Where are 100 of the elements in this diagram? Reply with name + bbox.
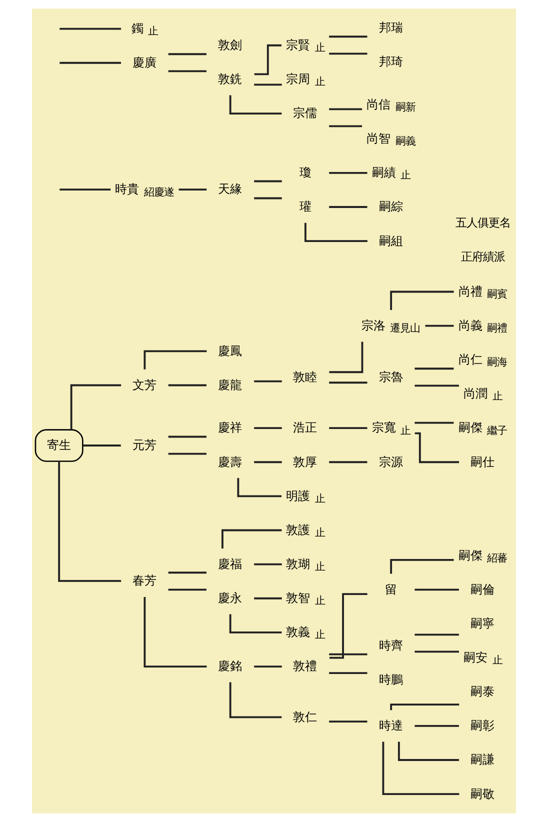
node-text: 留 [384, 582, 397, 596]
node-text: 尚智 [366, 132, 391, 146]
node-label: 止 [315, 527, 326, 540]
node-text: 瓘 [299, 200, 312, 214]
node-text: 瓊 [299, 166, 312, 180]
connector [398, 742, 459, 761]
node-text: 敦智 [286, 591, 310, 606]
node-label: 止 [315, 42, 326, 54]
node-text: 邦瑞 [378, 20, 403, 35]
connector [329, 125, 362, 128]
connector [254, 461, 282, 464]
connector [82, 444, 121, 446]
connector [414, 588, 459, 591]
connector [329, 108, 362, 110]
node-text: 敦劍 [218, 38, 242, 52]
node-text: 敦銑 [218, 72, 242, 86]
node-text: 敦仁 [293, 710, 318, 724]
node-text: 元芳 [132, 438, 156, 452]
node-label: 止 [315, 595, 326, 608]
node-label: 止 [315, 76, 326, 88]
connector [254, 666, 282, 668]
node-text: 敦禮 [293, 659, 318, 674]
node-text: 宗儒 [293, 106, 318, 120]
node-text: 宗寬 [372, 420, 396, 435]
connector [329, 653, 368, 656]
node-box: 寄生 [34, 429, 84, 462]
connector [237, 478, 282, 498]
node-label: 止 [315, 492, 326, 505]
node-label: 嗣義 [395, 136, 416, 148]
node-text: 文芳 [132, 378, 156, 392]
connector [144, 597, 207, 668]
label: 五人俱更名 [455, 216, 510, 230]
node-text: 慶祥 [218, 420, 242, 435]
connector [144, 350, 207, 370]
connector [304, 222, 368, 242]
connector [70, 384, 122, 430]
connector [254, 197, 282, 200]
connector [414, 432, 460, 464]
node-text: 尚義 [458, 318, 482, 332]
node-label: 遷見山 [390, 322, 420, 335]
connector [254, 180, 282, 182]
connector [414, 384, 459, 387]
node-text: 慶壽 [218, 454, 242, 469]
node-label: 嗣賓 [487, 288, 508, 301]
connector [168, 384, 206, 386]
node-text: 慶龍 [218, 378, 242, 392]
node-label: 嗣新 [395, 102, 416, 114]
node-label: 止 [400, 170, 411, 182]
node-label: 紹蕃 [487, 552, 508, 564]
connector [60, 188, 111, 190]
connector [329, 172, 368, 174]
node-text: 時貴 [114, 182, 139, 196]
node-label: 嗣禮 [487, 322, 508, 335]
node-text: 宗魯 [378, 370, 403, 384]
node-text: 宗洛 [361, 318, 386, 332]
connector [178, 188, 207, 190]
connector [329, 672, 368, 674]
node-text: 浩正 [293, 420, 318, 435]
node-text: 嗣傑 [458, 420, 482, 435]
node-text: 敦厚 [293, 454, 318, 469]
node-text: 慶銘 [218, 659, 242, 674]
connector [254, 427, 282, 429]
node-text: 時鵬 [378, 672, 403, 686]
node-text: 時齊 [378, 638, 403, 652]
node-text: 嗣倫 [470, 582, 495, 596]
node-label: 止 [400, 424, 411, 437]
node-text: 嗣績 [372, 166, 396, 180]
connector [414, 422, 454, 424]
node-text: 宗源 [378, 454, 403, 469]
connector [60, 62, 122, 64]
node-text: 敦瑚 [286, 556, 310, 571]
node-text: 尚潤 [464, 386, 488, 401]
connector [329, 36, 368, 38]
node-text: 嗣敬 [470, 786, 495, 801]
node-label: 止 [315, 629, 326, 642]
connector [329, 720, 368, 723]
connector [414, 725, 459, 727]
node-label: 止 [315, 561, 326, 574]
node-text: 邦琦 [378, 54, 403, 69]
node-text: 敦護 [286, 522, 310, 537]
node-text: 鐲 [132, 21, 144, 36]
node-text: 尚仁 [458, 352, 482, 367]
connector [254, 597, 282, 600]
connector [414, 368, 454, 370]
node-text: 尚禮 [458, 284, 482, 298]
connector [58, 461, 122, 582]
connector [229, 614, 282, 634]
connector [329, 206, 368, 208]
connector [254, 84, 282, 86]
label: 正府績派 [460, 250, 505, 264]
connector [229, 682, 282, 718]
node-text: 宗周 [286, 72, 310, 86]
connector [329, 461, 368, 464]
node-label: 止 [492, 654, 502, 667]
connector [329, 427, 368, 429]
node-text: 敦睦 [293, 370, 318, 384]
connector [329, 593, 368, 659]
node-label: 紹慶遂 [144, 186, 174, 198]
connector [254, 563, 282, 566]
connector [168, 588, 206, 591]
